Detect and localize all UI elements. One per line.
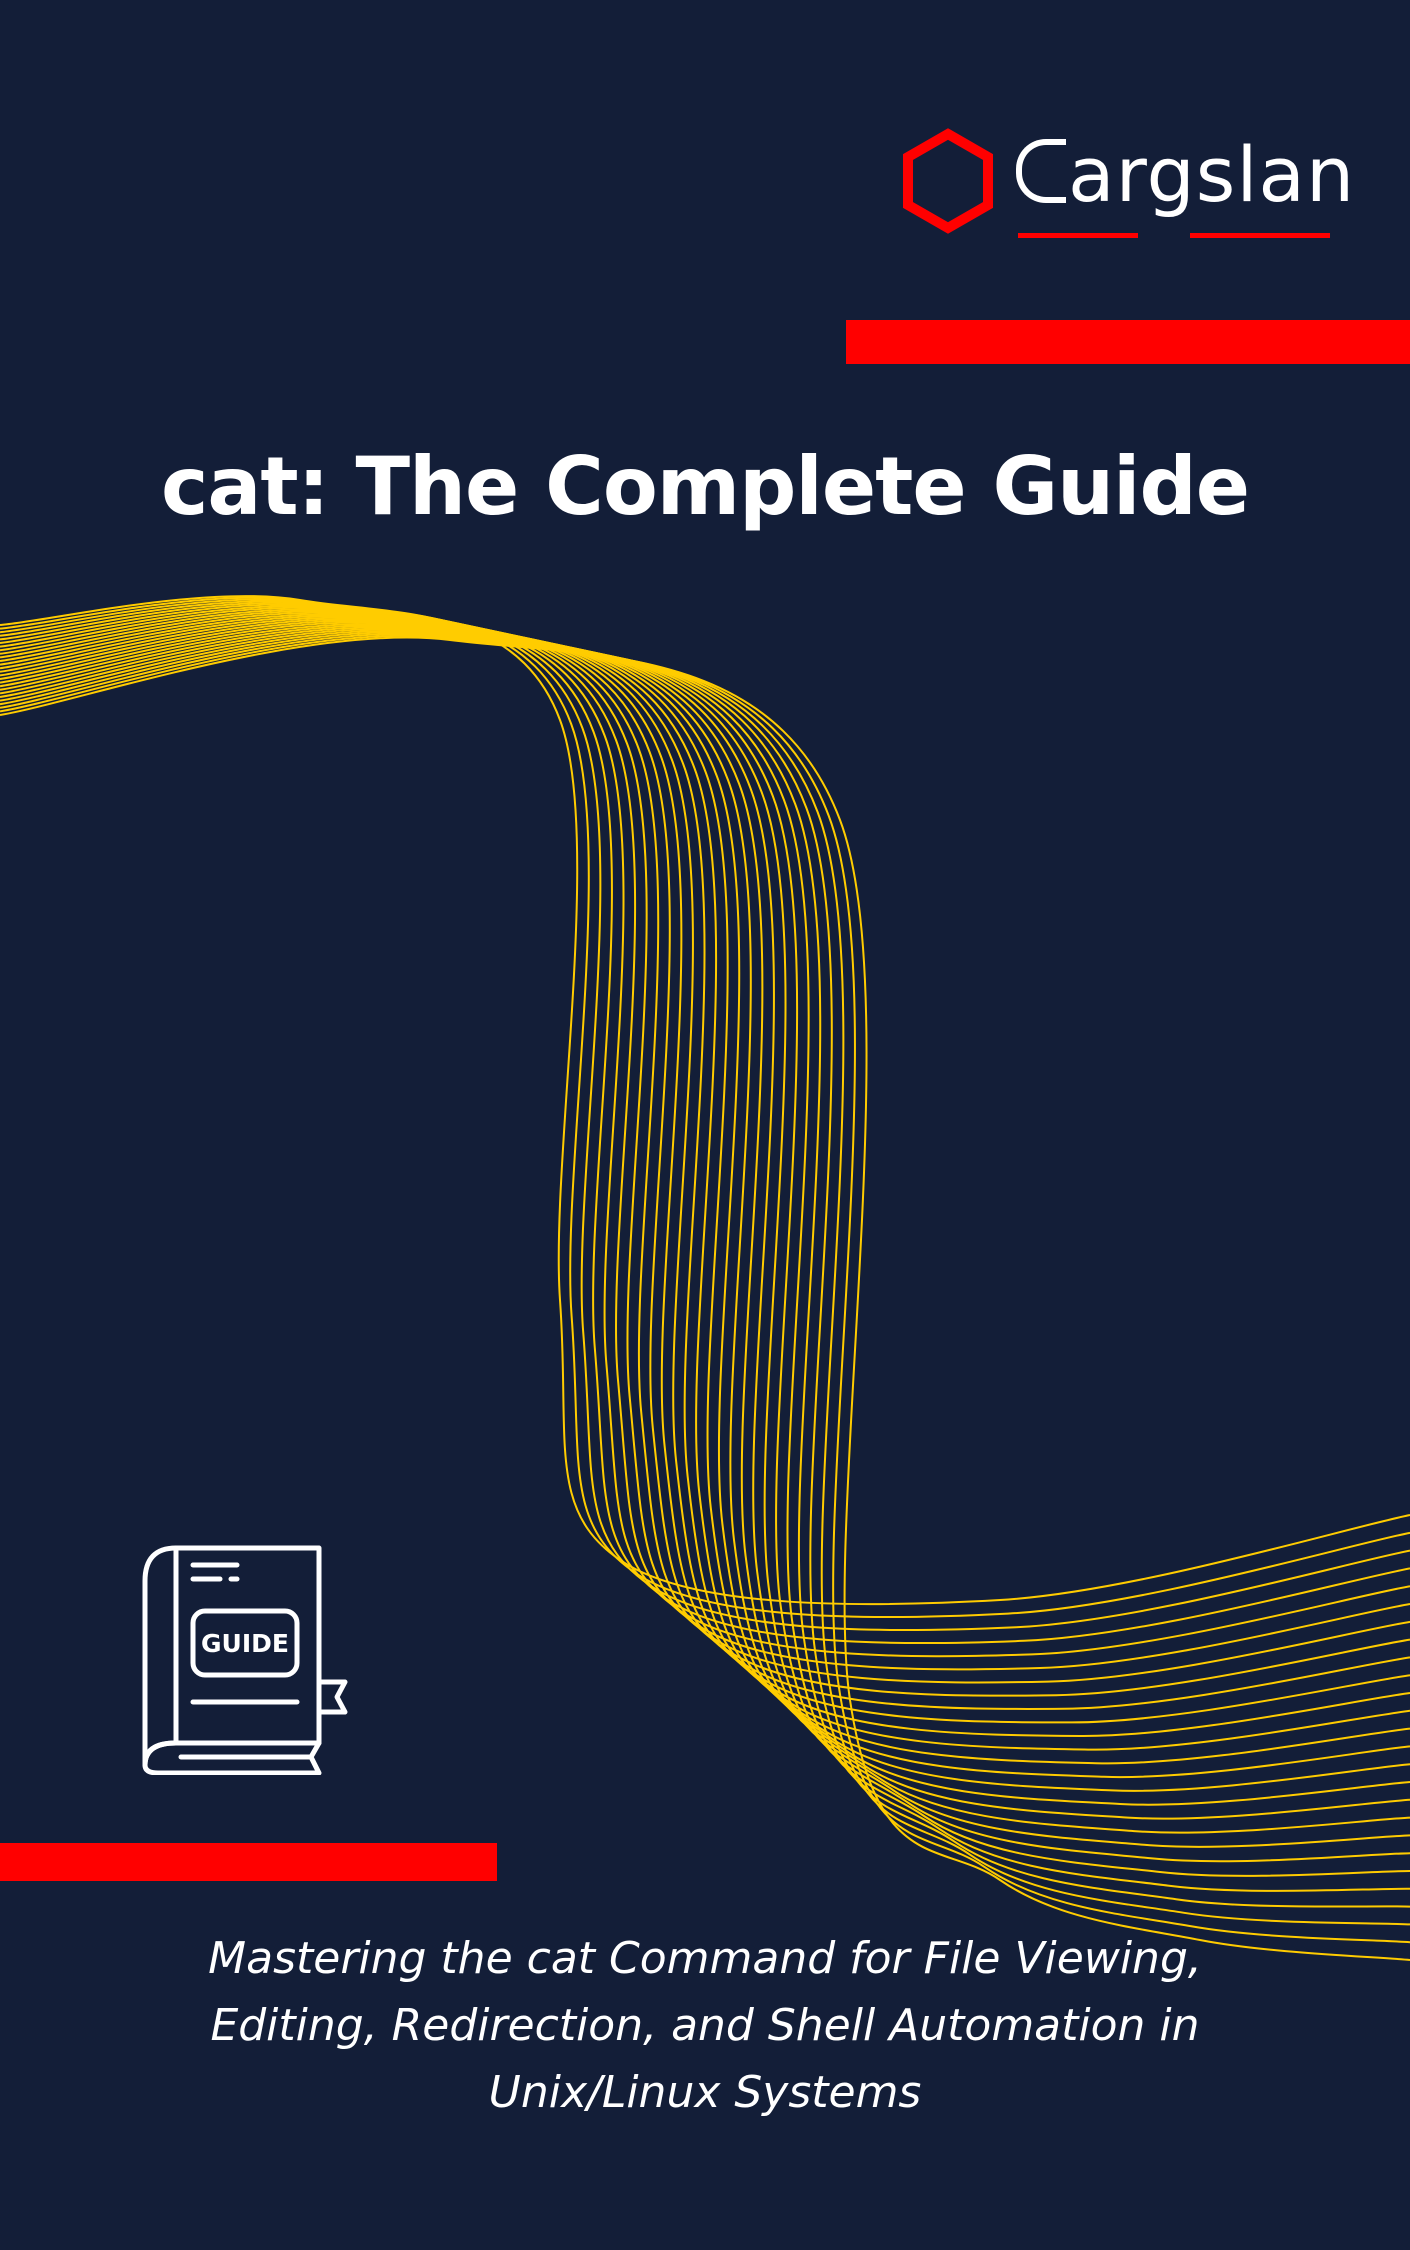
wave-line — [0, 598, 1410, 1632]
book-guide-icon: GUIDE — [142, 1545, 348, 1775]
brand-initial-glyph — [1016, 139, 1066, 203]
book-subtitle: Mastering the cat Command for File Viewi… — [208, 1933, 1202, 2118]
hexagon-icon — [903, 128, 993, 234]
brand-name-text: argslan — [1068, 130, 1356, 219]
brand-underline-right — [1190, 233, 1330, 238]
wave-line — [0, 600, 1410, 1645]
wave-line — [0, 605, 1410, 1684]
accent-bar-top — [846, 320, 1410, 364]
book-title: cat: The Complete Guide — [160, 440, 1250, 533]
badge-label: GUIDE — [201, 1629, 289, 1658]
brand-name: argslan — [1016, 137, 1355, 238]
accent-bar-bottom — [0, 1843, 497, 1881]
wave-line — [0, 636, 1410, 1961]
brand-logo: argslan — [900, 128, 1355, 238]
wave-line — [0, 595, 1410, 1606]
wave-line — [0, 601, 1410, 1658]
wave-line — [0, 603, 1410, 1671]
brand-underline-left — [1018, 233, 1138, 238]
